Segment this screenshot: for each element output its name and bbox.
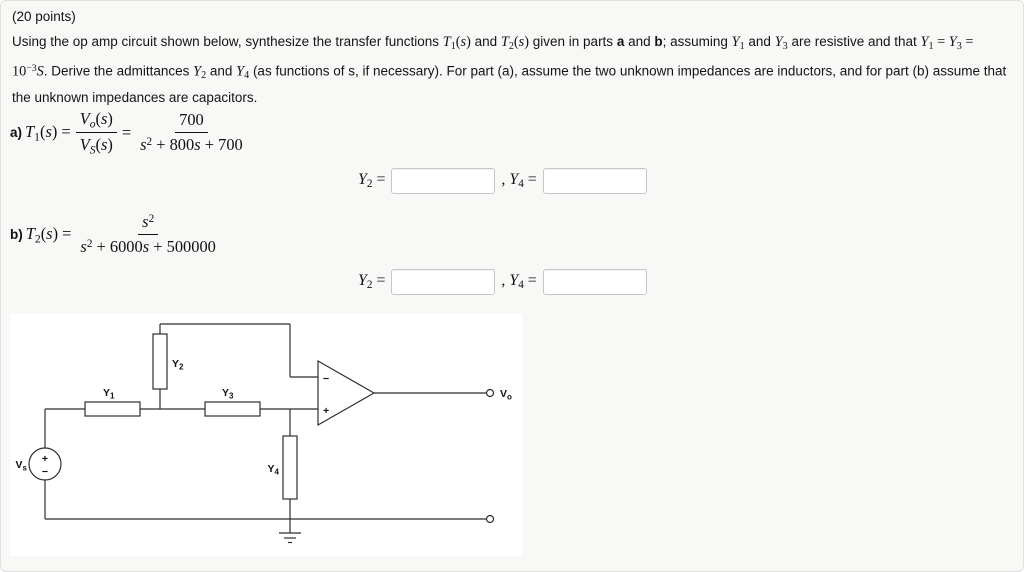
answer-b-y4-input[interactable] xyxy=(542,269,647,295)
y1-label: Y1 xyxy=(103,387,115,401)
answer-row-b: Y2 = , Y4 = xyxy=(358,269,647,295)
answer-a-y4-label: , Y4 = xyxy=(501,171,537,191)
points-heading: (20 points) xyxy=(12,9,76,24)
admittance-y3: Y3 xyxy=(204,387,261,417)
y4-component-box xyxy=(282,435,298,500)
fraction-denominator: s2 + 6000s + 500000 xyxy=(80,237,216,256)
admittance-y2: Y2 xyxy=(152,333,184,390)
equation-b: b) T2(s) = s2 s2 + 6000s + 500000 xyxy=(10,212,225,257)
answer-b-y2-input[interactable] xyxy=(391,269,496,295)
opamp-inverting-sign: − xyxy=(323,373,329,385)
answer-b-y2-label: Y2 = xyxy=(358,272,386,292)
answer-b-y4-label: , Y4 = xyxy=(501,272,537,292)
answer-a-y2-label: Y2 = xyxy=(358,171,386,191)
vo-label: Vo xyxy=(500,388,512,402)
fraction-denominator: VS(s) xyxy=(79,135,113,157)
answer-row-a: Y2 = , Y4 = xyxy=(358,168,647,194)
output-terminal xyxy=(485,388,495,398)
y3-label: Y3 xyxy=(222,387,234,401)
answer-a-y4-input[interactable] xyxy=(542,168,647,194)
ground-symbol xyxy=(279,519,301,544)
opamp-noninverting-sign: + xyxy=(323,405,329,417)
answer-a-y2-input[interactable] xyxy=(391,168,496,194)
opamp-triangle xyxy=(317,359,376,427)
problem-statement: Using the op amp circuit shown below, sy… xyxy=(12,34,1007,105)
fraction-numerator: Vo(s) xyxy=(75,109,117,134)
opamp: − + xyxy=(317,359,376,427)
circuit-diagram: + − Vs Y1 Y2 Y3 Y4 − xyxy=(10,314,522,556)
fraction-numerator: s2 xyxy=(138,212,159,235)
part-a-label: a) xyxy=(10,125,23,141)
admittance-y1: Y1 xyxy=(84,387,141,417)
source-minus-sign: − xyxy=(42,466,48,478)
equation-a: a) T1(s) = Vo(s) VS(s) = 700 s2 + 800s +… xyxy=(10,109,252,157)
equation-a-fraction-result: 700 s2 + 800s + 700 xyxy=(136,110,247,155)
output-port: Vo xyxy=(485,388,512,524)
vs-label: Vs xyxy=(16,459,28,473)
ground-terminal xyxy=(485,514,495,524)
voltage-source-circle xyxy=(28,447,62,481)
y1-component-box xyxy=(84,401,141,417)
fraction-denominator: s2 + 800s + 700 xyxy=(140,135,243,155)
equation-b-lhs: T2(s) = xyxy=(25,223,72,246)
circuit-wires xyxy=(44,323,486,520)
equation-a-equals: = xyxy=(121,122,132,142)
equation-b-fraction: s2 s2 + 6000s + 500000 xyxy=(76,212,219,257)
y4-label: Y4 xyxy=(268,463,280,477)
source-plus-sign: + xyxy=(42,453,48,465)
y2-label: Y2 xyxy=(172,358,184,372)
voltage-source: + − Vs xyxy=(16,447,62,481)
fraction-numerator: 700 xyxy=(175,110,208,134)
equation-a-lhs: T1(s) = xyxy=(25,122,71,144)
y2-component-box xyxy=(152,333,168,390)
admittance-y4: Y4 xyxy=(268,435,298,500)
equation-a-fraction-vo-vs: Vo(s) VS(s) xyxy=(75,109,117,157)
part-b-label: b) xyxy=(10,227,23,242)
y3-component-box xyxy=(204,401,261,417)
